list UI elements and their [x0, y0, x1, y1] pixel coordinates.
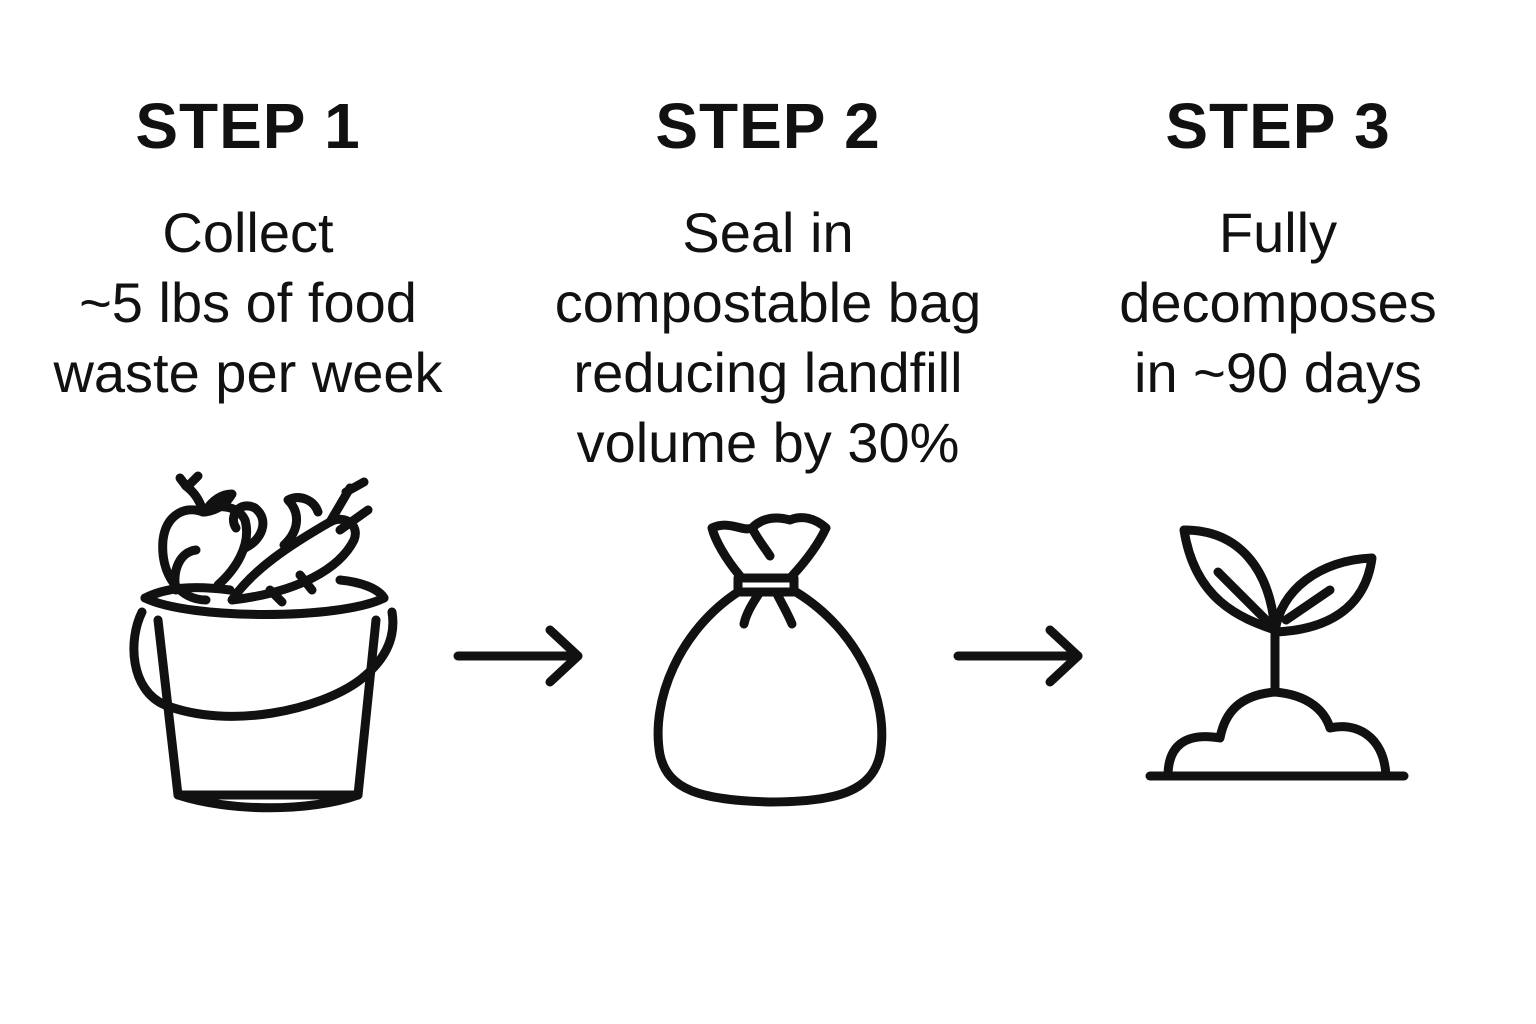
step-description-line: waste per week	[53, 341, 443, 404]
step-description-line: in ~90 days	[1134, 341, 1422, 404]
step-description-line: compostable bag	[554, 271, 982, 334]
step-description: Collect ~5 lbs of food waste per week	[18, 198, 478, 408]
tied-bag-icon	[653, 513, 887, 807]
step-description-line: volume by 30%	[576, 411, 960, 474]
step-description: Fully decomposes in ~90 days	[1048, 198, 1508, 408]
step-description-line: decomposes	[1119, 271, 1437, 334]
arrow-right-icon	[953, 625, 1083, 687]
step-title: STEP 3	[1165, 90, 1391, 162]
arrow-right-icon	[453, 625, 583, 687]
sprout-icon	[1145, 525, 1409, 781]
step-description-line: Fully	[1218, 201, 1338, 264]
step-description-line: Collect	[162, 201, 334, 264]
step-title: STEP 1	[135, 90, 361, 162]
step-description-line: reducing landfill	[573, 341, 963, 404]
food-bucket-icon	[129, 471, 398, 813]
step-description-line: Seal in	[682, 201, 854, 264]
step-title: STEP 2	[655, 90, 881, 162]
step-description-line: ~5 lbs of food	[79, 271, 417, 334]
step-description: Seal in compostable bag reducing landfil…	[538, 198, 998, 478]
